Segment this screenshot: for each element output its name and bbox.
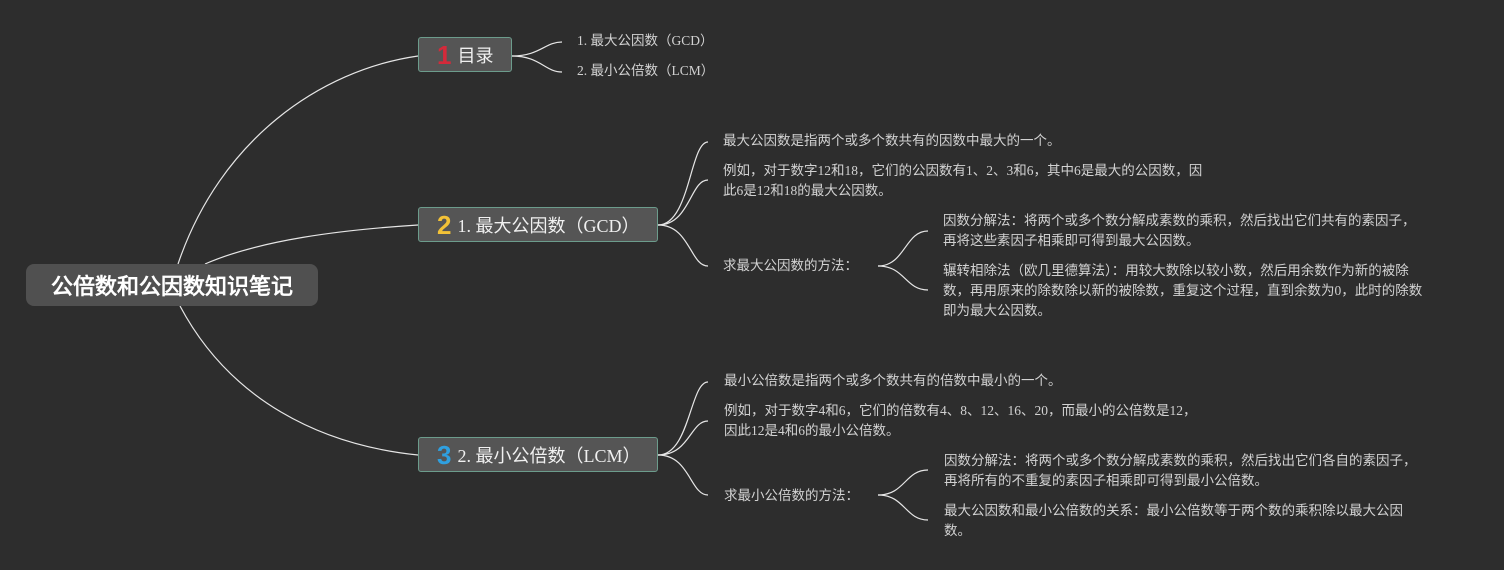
gcd-example-line-1: 例如，对于数字12和18，它们的公因数有1、2、3和6，其中6是最大的公因数，因	[723, 163, 1203, 178]
gcd-method1-line-1: 因数分解法：将两个或多个数分解成素数的乘积，然后找出它们共有的素因子，	[943, 213, 1416, 228]
lcm-method2-line-2: 数。	[944, 523, 971, 538]
lcm-method2-line-1: 最大公因数和最小公倍数的关系：最小公倍数等于两个数的乘积除以最大公因	[944, 503, 1403, 518]
toc-item-gcd[interactable]: 1. 最大公因数（GCD）	[577, 33, 714, 48]
gcd-method2-line-3: 即为最大公因数。	[943, 303, 1051, 318]
gcd-method-euclid[interactable]: 辗转相除法（欧几里德算法）：用较大数除以较小数，然后用余数作为新的被除 数，再用…	[943, 261, 1422, 321]
gcd-method2-line-1: 辗转相除法（欧几里德算法）：用较大数除以较小数，然后用余数作为新的被除	[943, 263, 1409, 278]
gcd-method-factorization[interactable]: 因数分解法：将两个或多个数分解成素数的乘积，然后找出它们共有的素因子， 再将这些…	[943, 211, 1416, 251]
root-title: 公倍数和公因数知识笔记	[50, 274, 293, 299]
lcm-methods-label[interactable]: 求最小公倍数的方法：	[724, 488, 859, 503]
gcd-example[interactable]: 例如，对于数字12和18，它们的公因数有1、2、3和6，其中6是最大的公因数，因…	[723, 161, 1202, 201]
badge-1-icon: 1	[437, 39, 452, 70]
topic-lcm-label: 2. 最小公倍数（LCM）	[457, 445, 641, 466]
badge-3-icon: 3	[437, 439, 452, 470]
lcm-example-line-2: 因此12是4和6的最小公倍数。	[724, 423, 900, 438]
badge-2-icon: 2	[437, 209, 452, 240]
topic-lcm[interactable]: 3 2. 最小公倍数（LCM）	[418, 437, 658, 472]
gcd-definition[interactable]: 最大公因数是指两个或多个数共有的因数中最大的一个。	[723, 133, 1061, 148]
lcm-method-relation[interactable]: 最大公因数和最小公倍数的关系：最小公倍数等于两个数的乘积除以最大公因 数。	[944, 501, 1403, 541]
lcm-method1-line-1: 因数分解法：将两个或多个数分解成素数的乘积，然后找出它们各自的素因子，	[944, 453, 1417, 468]
lcm-method-factorization[interactable]: 因数分解法：将两个或多个数分解成素数的乘积，然后找出它们各自的素因子， 再将所有…	[944, 451, 1417, 491]
root-node[interactable]: 公倍数和公因数知识笔记	[26, 264, 318, 306]
gcd-method2-line-2: 数，再用原来的除数除以新的被除数，重复这个过程，直到余数为0，此时的除数	[943, 283, 1423, 298]
lcm-definition[interactable]: 最小公倍数是指两个或多个数共有的倍数中最小的一个。	[724, 373, 1062, 388]
lcm-example[interactable]: 例如，对于数字4和6，它们的倍数有4、8、12、16、20，而最小的公倍数是12…	[724, 401, 1197, 441]
lcm-example-line-1: 例如，对于数字4和6，它们的倍数有4、8、12、16、20，而最小的公倍数是12…	[724, 403, 1197, 418]
topic-gcd[interactable]: 2 1. 最大公因数（GCD）	[418, 207, 658, 242]
gcd-methods-label[interactable]: 求最大公因数的方法：	[723, 258, 858, 273]
lcm-method1-line-2: 再将所有的不重复的素因子相乘即可得到最小公倍数。	[944, 473, 1268, 488]
topic-toc[interactable]: 1 目录	[418, 37, 512, 72]
topic-toc-label: 目录	[457, 45, 494, 66]
gcd-method1-line-2: 再将这些素因子相乘即可得到最大公因数。	[943, 233, 1200, 248]
toc-item-lcm[interactable]: 2. 最小公倍数（LCM）	[577, 63, 715, 78]
topic-gcd-label: 1. 最大公因数（GCD）	[457, 215, 640, 236]
gcd-example-line-2: 此6是12和18的最大公因数。	[723, 183, 892, 198]
